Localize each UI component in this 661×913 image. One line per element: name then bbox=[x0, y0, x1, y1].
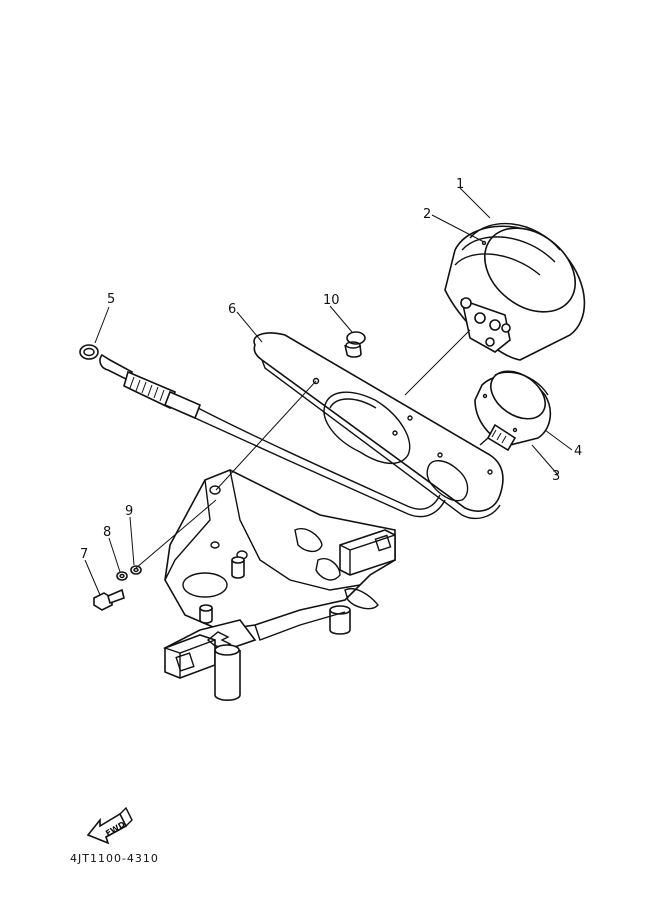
speedometer-gauge bbox=[444, 223, 586, 361]
speed-sensor-cable bbox=[99, 353, 446, 518]
bracket-frame bbox=[162, 469, 396, 702]
o-ring bbox=[79, 344, 99, 360]
washers bbox=[116, 565, 142, 581]
part-label-7: 7 bbox=[80, 547, 88, 562]
part-label-1: 1 bbox=[456, 177, 464, 192]
part-label-3: 3 bbox=[552, 469, 560, 484]
tachometer-gauge bbox=[474, 370, 552, 452]
mounting-panel bbox=[253, 332, 504, 520]
bolt bbox=[93, 588, 125, 611]
part-label-2: 2 bbox=[423, 207, 431, 222]
grommet bbox=[344, 331, 366, 358]
fwd-arrow-icon: FWD bbox=[86, 806, 133, 845]
part-label-4: 4 bbox=[574, 444, 582, 459]
part-label-10: 10 bbox=[323, 293, 340, 308]
part-labels: 1 2 3 4 5 6 7 8 9 10 bbox=[80, 177, 582, 562]
assembly-lines bbox=[135, 329, 471, 569]
part-label-8: 8 bbox=[103, 525, 111, 540]
reference-code: 4JT1100-4310 bbox=[70, 852, 159, 865]
part-label-6: 6 bbox=[228, 302, 236, 317]
part-label-5: 5 bbox=[107, 292, 115, 307]
leader-lines bbox=[84, 187, 573, 596]
part-label-9: 9 bbox=[125, 504, 133, 519]
